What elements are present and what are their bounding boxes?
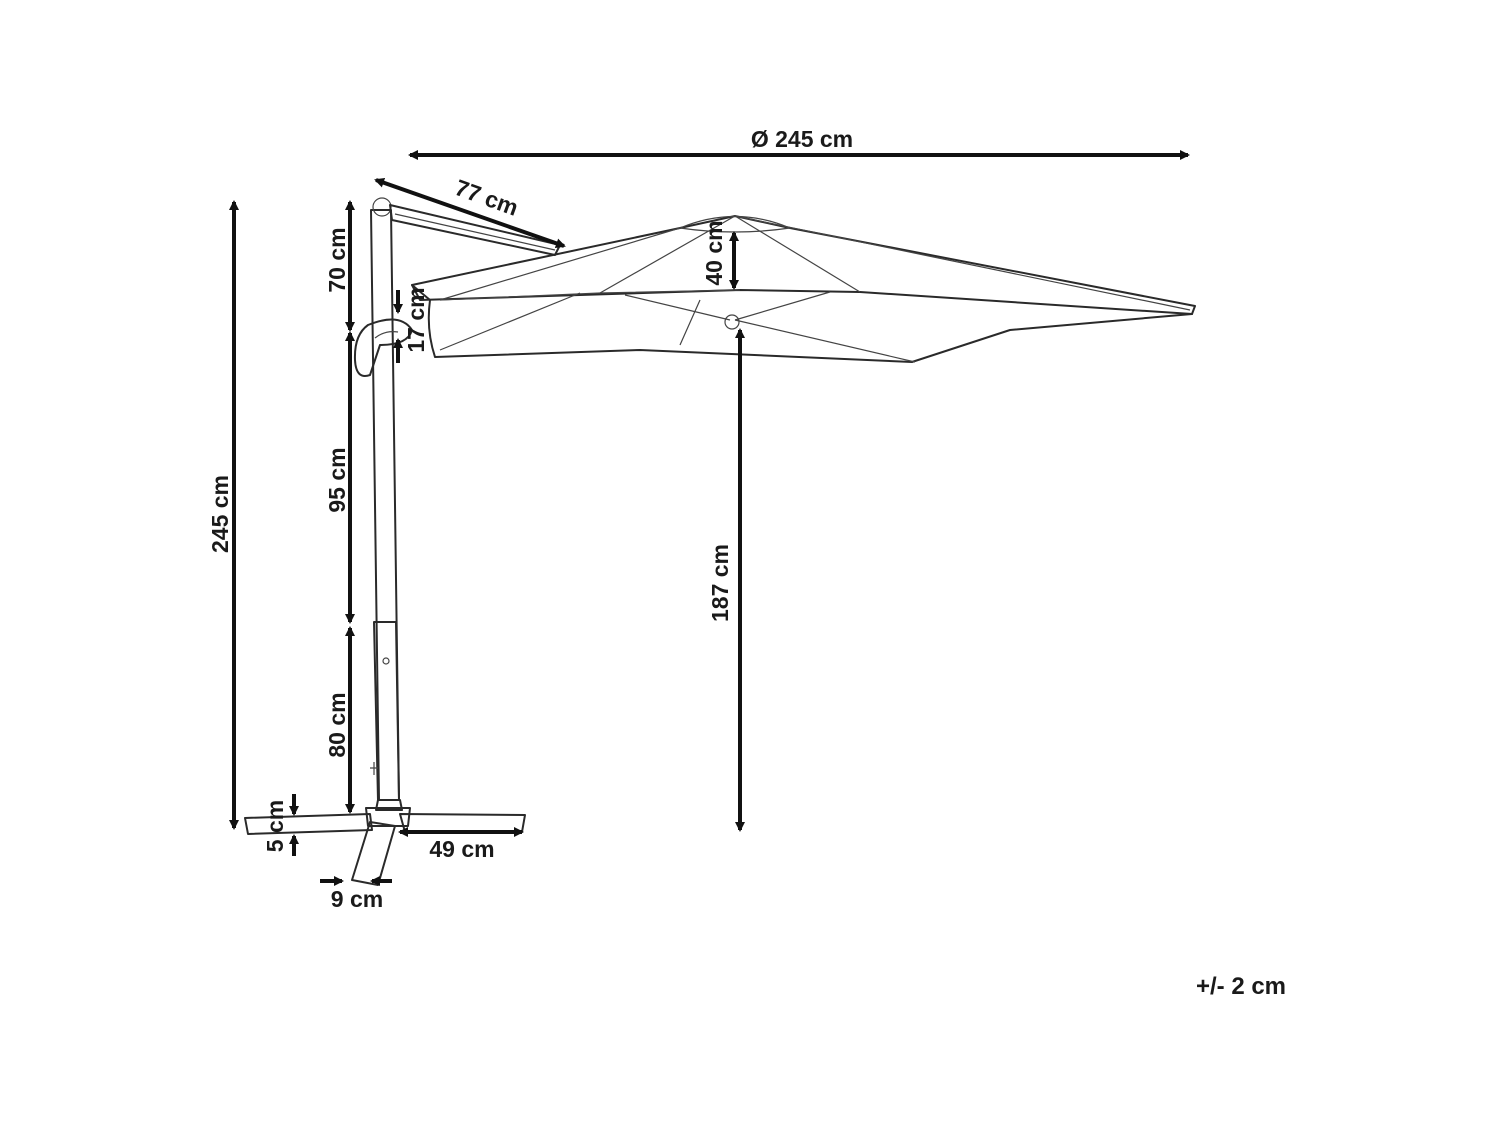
base-thickness-label: 5 cm: [262, 800, 288, 852]
pole-top-cap: [372, 197, 392, 217]
top-segment-label: 70 cm: [324, 227, 350, 292]
canopy-rib-1: [439, 227, 681, 301]
crank-offset-label: 17 cm: [403, 287, 429, 352]
canopy-rib-2: [599, 215, 736, 294]
base-arm-label: 49 cm: [429, 836, 494, 862]
diameter-label: Ø 245 cm: [751, 126, 853, 152]
dimension-arrows: [229, 150, 1190, 886]
canopy-top: [411, 215, 1196, 363]
base-center: [365, 807, 411, 827]
dimension-labels: Ø 245 cm 77 cm 245 cm 70 cm 95 cm 80 cm …: [207, 126, 1286, 1000]
canopy-height-label: 40 cm: [701, 220, 727, 285]
base-right-arm: [399, 813, 526, 833]
crank-housing: [353, 318, 413, 377]
umbrella-illustration: [244, 197, 1196, 886]
arm-length-arrow: [374, 177, 566, 249]
total-height-label: 245 cm: [207, 475, 233, 553]
clearance-label: 187 cm: [707, 544, 733, 622]
canopy-hub: [724, 314, 740, 330]
canopy-edge: [411, 284, 1193, 315]
canopy-rib-3: [734, 215, 861, 293]
tolerance-note: +/- 2 cm: [1196, 973, 1286, 1000]
top-arm: [389, 204, 561, 256]
lower-segment-label: 80 cm: [324, 692, 350, 757]
strut-1: [439, 292, 581, 351]
base-front-arm: [351, 821, 396, 886]
base-left-arm: [244, 813, 373, 835]
canopy-rib-4: [734, 215, 1191, 311]
middle-segment-label: 95 cm: [324, 447, 350, 512]
base-width-label: 9 cm: [331, 886, 383, 912]
arm-length-label: 77 cm: [452, 174, 522, 221]
